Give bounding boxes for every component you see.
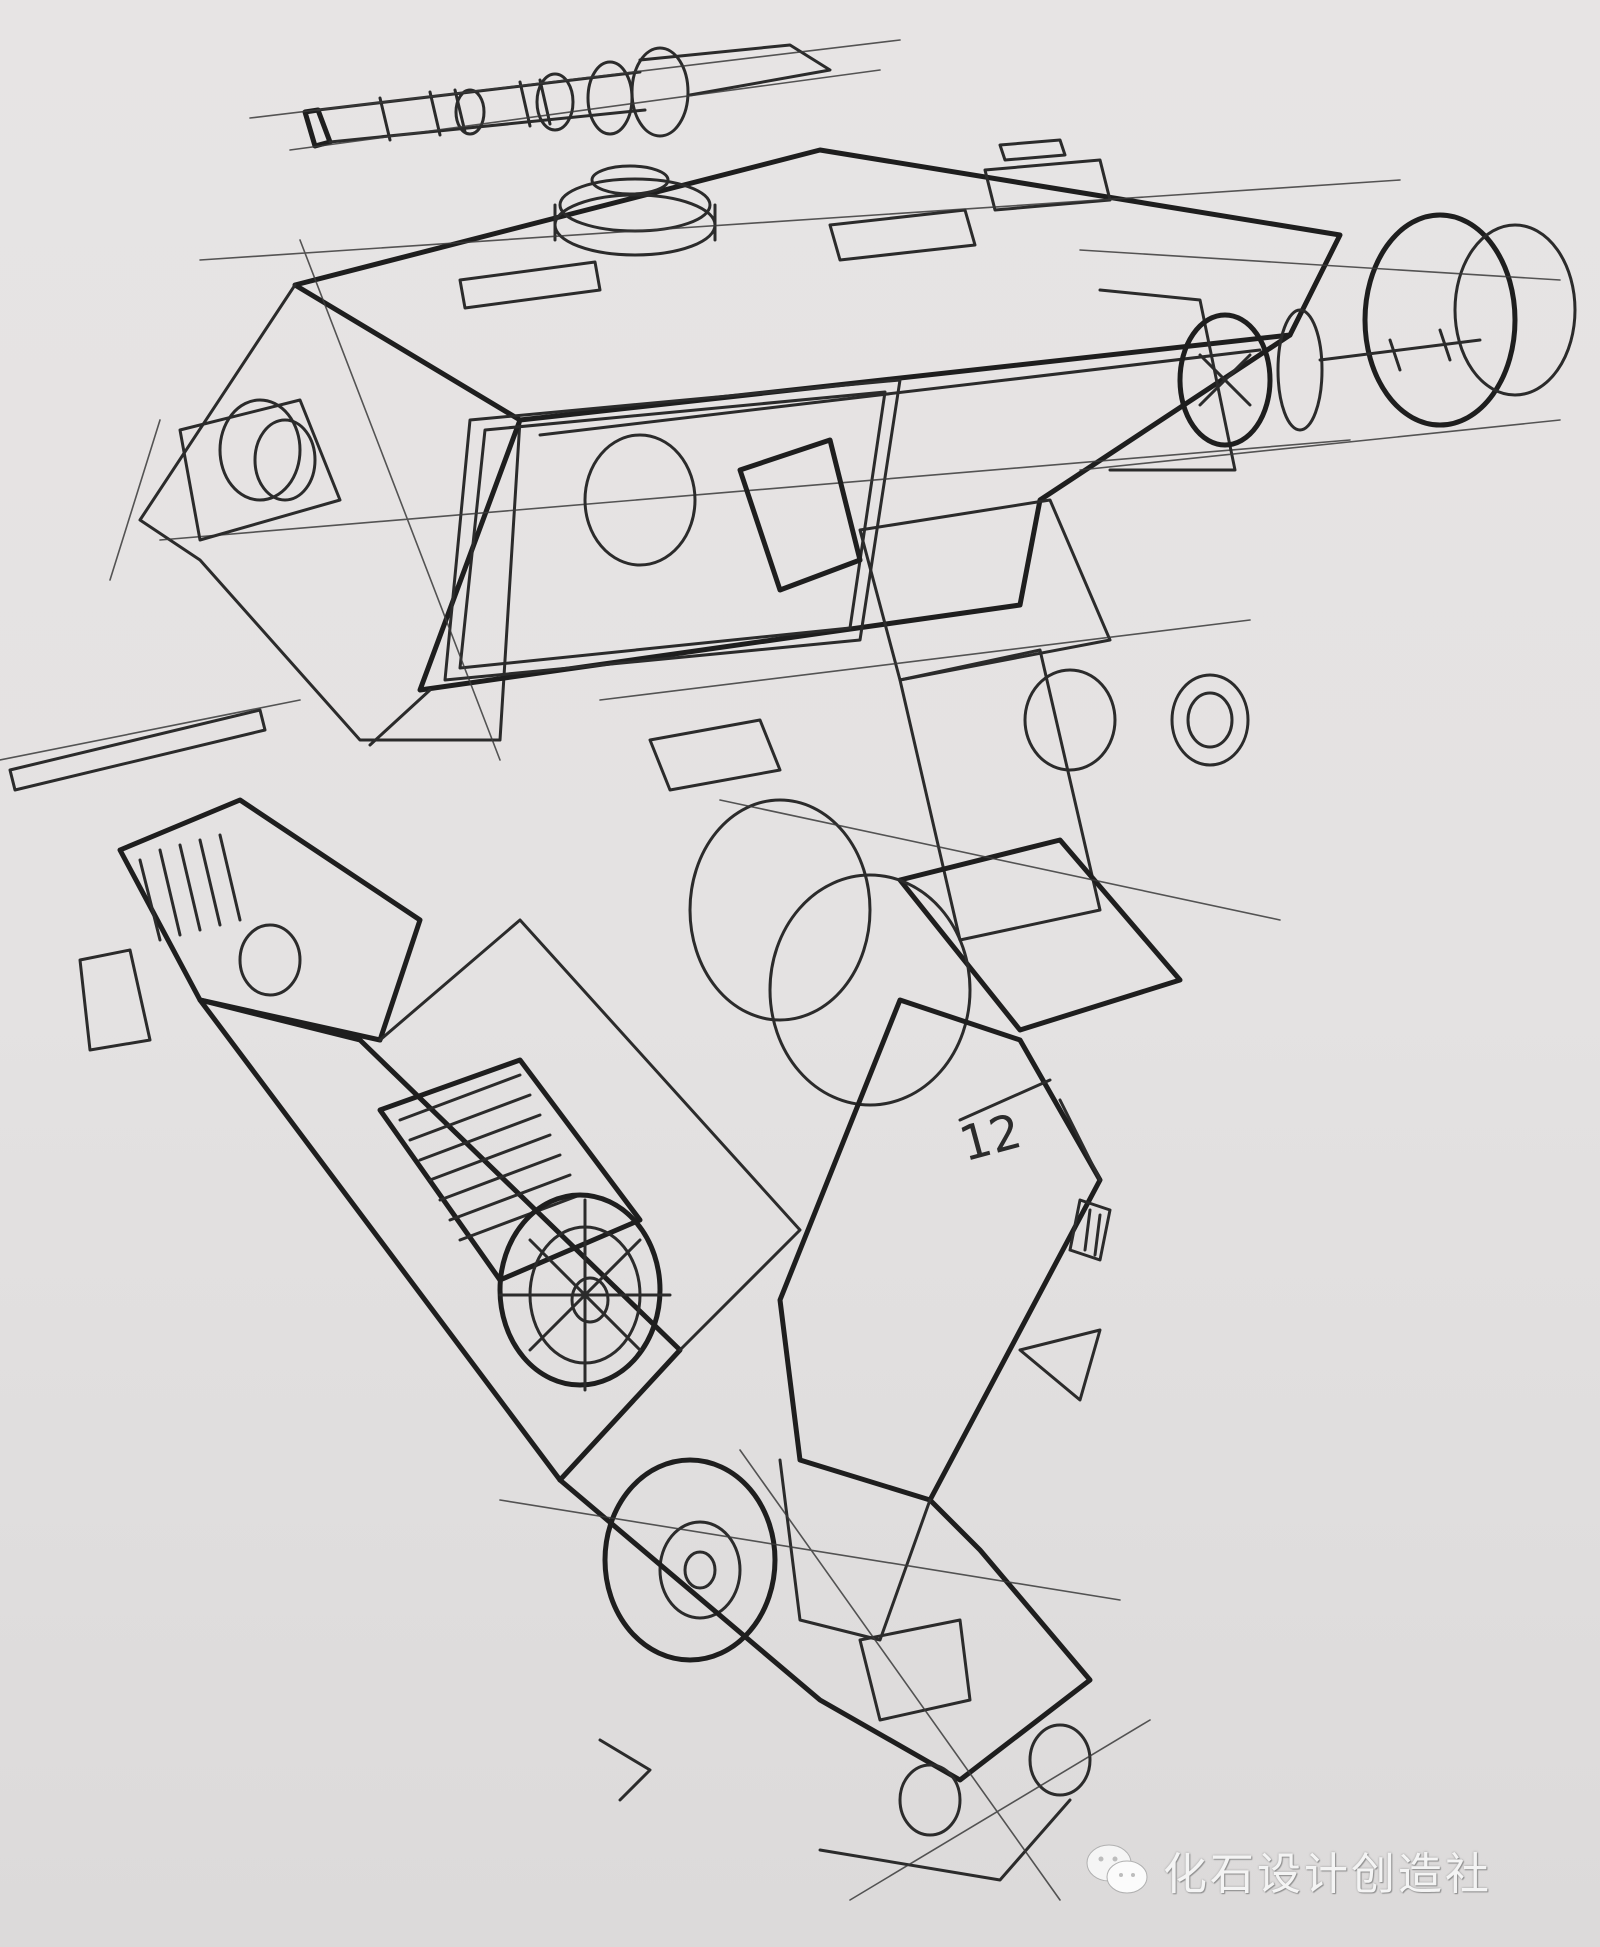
engine-block: [377, 1057, 672, 1392]
right-leg: [777, 997, 1112, 1503]
right-arm: [1079, 212, 1577, 472]
central-joint: [583, 433, 1281, 1107]
watermark: 化石设计创造社: [1085, 1838, 1492, 1902]
watermark-text: 化石设计创造社: [1163, 1849, 1492, 1900]
wechat-icon: [1085, 1843, 1149, 1897]
foot-base: [499, 1449, 1151, 1901]
left-module: [0, 398, 342, 792]
left-leg: [78, 797, 802, 1483]
upper-hull: [138, 138, 1401, 761]
top-cannon: [249, 39, 901, 151]
